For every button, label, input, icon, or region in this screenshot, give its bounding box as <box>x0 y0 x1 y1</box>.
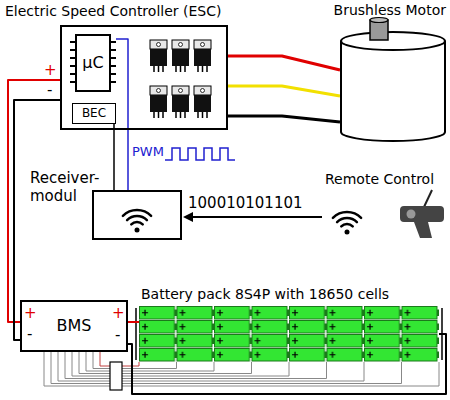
mosfet <box>172 86 189 118</box>
node-heading: Electric Speed Controller (ESC) <box>5 3 221 20</box>
polarity-mark: - <box>115 327 120 344</box>
pwm-waveform <box>165 148 235 160</box>
wire <box>113 124 115 190</box>
wire <box>228 116 340 122</box>
wire <box>128 321 139 323</box>
node-heading: Battery pack 8S4P with 18650 cells <box>141 286 389 303</box>
radio-arrow <box>183 212 322 222</box>
motor-cylinder: Brushless Motor <box>340 32 446 142</box>
esc-box: Electric Speed Controller (ESC)µCBEC <box>60 25 228 130</box>
balance-connector <box>110 362 122 390</box>
node-label: BMS <box>57 316 92 335</box>
node-label: BEC <box>82 106 106 120</box>
mosfet <box>194 40 211 72</box>
series-links <box>136 308 442 360</box>
polarity-mark: - <box>27 326 32 343</box>
battery-cells <box>139 306 439 362</box>
battery-pack: Battery pack 8S4P with 18650 cells <box>139 306 439 362</box>
node-heading: Receiver- modul <box>30 169 108 205</box>
mosfet <box>172 40 189 72</box>
bec-box: BEC <box>72 103 116 124</box>
microcontroller-chip: µC <box>70 33 116 93</box>
wire <box>228 56 340 70</box>
mosfet <box>194 86 211 118</box>
data-bits: 100010101101 <box>188 195 303 212</box>
node-label: µC <box>82 53 103 72</box>
wifi-icon <box>123 210 151 232</box>
polarity-mark: + <box>112 305 125 322</box>
polarity-mark: - <box>47 82 52 99</box>
remote-label: Remote Control <box>325 171 434 187</box>
receiver-box: Receiver- modul <box>92 190 182 240</box>
wire <box>128 334 446 394</box>
remote-control-icon <box>400 190 444 238</box>
wire <box>228 86 340 96</box>
wire <box>116 39 128 190</box>
node-heading: Brushless Motor <box>334 2 446 19</box>
polarity-mark: + <box>44 62 57 79</box>
mosfet <box>150 40 167 72</box>
signal-name: PWM <box>132 145 164 160</box>
wifi-icon <box>333 212 361 234</box>
polarity-mark: + <box>24 305 37 322</box>
motor-outline <box>340 32 446 142</box>
mosfets <box>150 40 211 118</box>
balance-wires <box>44 352 439 386</box>
mosfet <box>150 86 167 118</box>
